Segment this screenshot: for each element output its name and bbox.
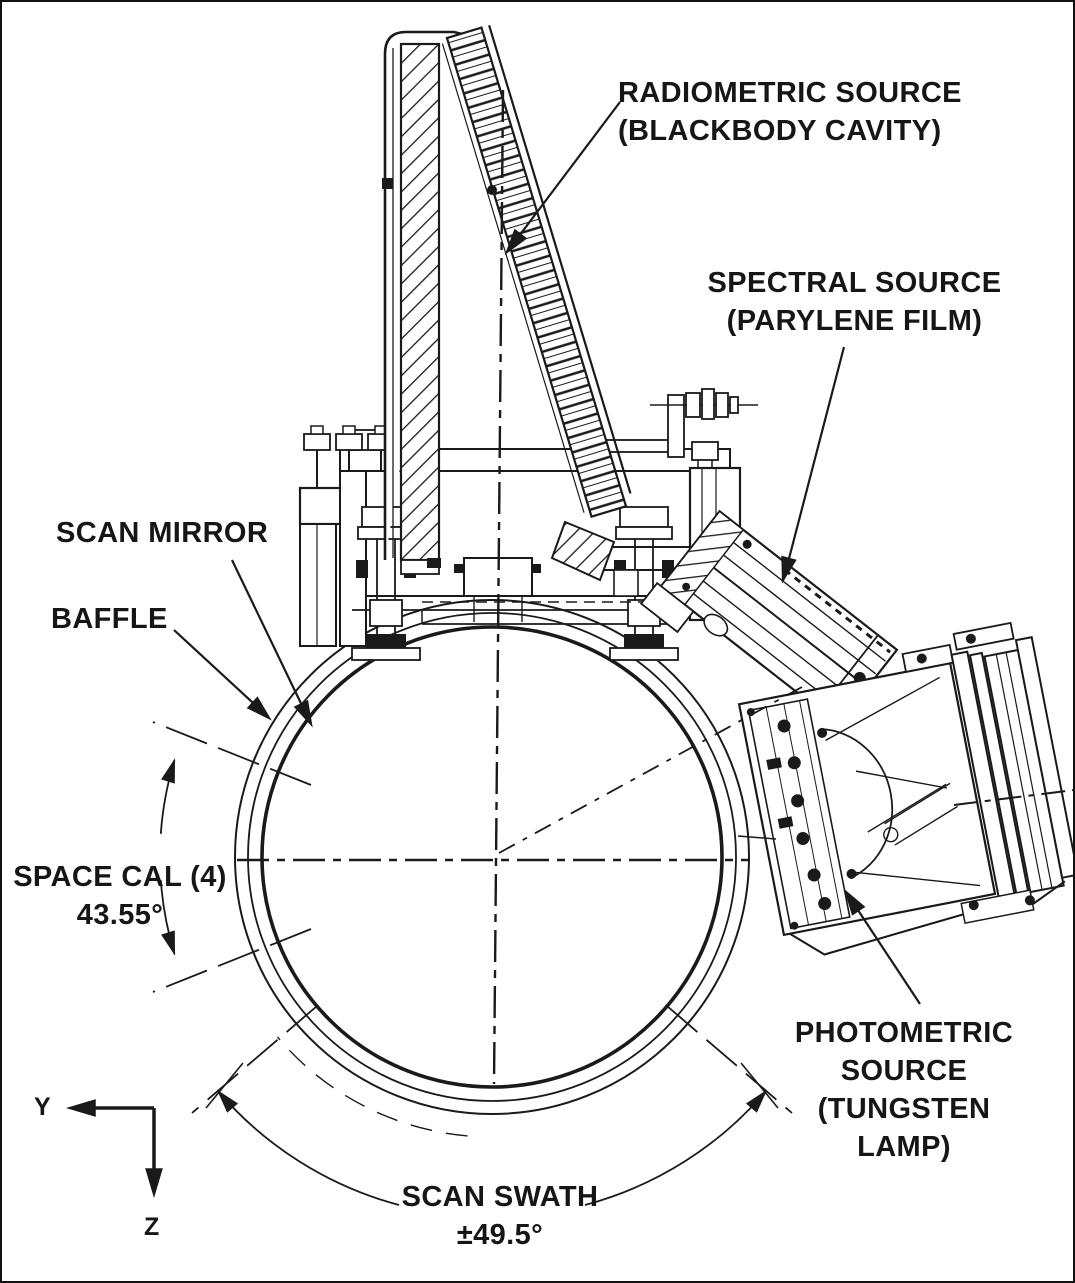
radiometric-leader — [509, 101, 621, 249]
scan-swath-range-value: ±49.5° — [456, 1219, 544, 1251]
scan-swath-endbar-left — [205, 1062, 244, 1109]
y-axis-arrow-icon — [70, 1099, 96, 1117]
scan-swath-arc-right — [584, 1090, 767, 1206]
label-spectral-source: SPECTRAL SOURCE (PARYLENE FILM) — [702, 264, 1007, 340]
spectral-axis-line — [498, 686, 803, 854]
blackbody-vertical-bar — [399, 42, 441, 562]
space-cal-arrow-down-icon — [161, 930, 182, 957]
spectral-leader — [783, 346, 846, 575]
label-baffle: BAFFLE — [51, 600, 168, 638]
label-radiometric-source: RADIOMETRIC SOURCE (BLACKBODY CAVITY) — [618, 74, 962, 150]
lamp-mount-bolts — [766, 719, 832, 911]
baffle-ring-partial — [276, 1036, 468, 1137]
scan-mirror-and-baffle-rings — [234, 599, 750, 1137]
z-axis-arrow-icon — [145, 1168, 163, 1194]
centerlines — [237, 89, 1073, 1085]
spectral-source-line1: SPECTRAL SOURCE — [707, 267, 1002, 299]
z-axis-text: Z — [144, 1213, 160, 1241]
scan-mirror-leader — [231, 559, 309, 719]
photometric-leader — [849, 897, 921, 1005]
space-cal-angle-value: 43.55° — [76, 899, 164, 931]
photometric-source-line4: LAMP) — [857, 1131, 951, 1163]
label-space-cal: SPACE CAL (4) 43.55° — [4, 858, 236, 934]
photometric-axis-line — [953, 789, 1073, 806]
blackbody-diagonal-bar — [445, 26, 628, 519]
scan-swath-arc-left — [217, 1090, 400, 1206]
photometric-source-line2: SOURCE — [840, 1055, 968, 1087]
scan-swath-dimension — [191, 1005, 793, 1206]
y-axis-text: Y — [34, 1093, 52, 1121]
label-y-axis: Y — [34, 1088, 51, 1126]
space-cal-dimension — [152, 721, 312, 993]
coordinate-axes — [70, 1099, 163, 1194]
scan-mirror-text: SCAN MIRROR — [56, 517, 269, 549]
label-photometric-source: PHOTOMETRIC SOURCE (TUNGSTEN LAMP) — [790, 1014, 1018, 1166]
scan-mirror-circle — [260, 625, 724, 1089]
blackbody-mount-bolt — [382, 178, 393, 189]
space-cal-tick-upper — [152, 721, 312, 786]
radiometric-source-line1: RADIOMETRIC SOURCE — [618, 77, 962, 109]
radiometric-source-line2: (BLACKBODY CAVITY) — [618, 115, 942, 147]
baffle-text: BAFFLE — [51, 603, 168, 635]
scan-swath-tick-left — [191, 1005, 318, 1114]
spectral-source-line2: (PARYLENE FILM) — [726, 305, 983, 337]
scan-swath-tick-right — [666, 1005, 793, 1114]
spectral-source-assembly — [639, 509, 899, 727]
scan-swath-line1: SCAN SWATH — [401, 1181, 599, 1213]
label-z-axis: Z — [144, 1208, 160, 1246]
space-cal-arrow-up-icon — [161, 757, 182, 784]
label-scan-swath: SCAN SWATH ±49.5° — [380, 1178, 620, 1254]
space-cal-line1: SPACE CAL (4) — [13, 861, 227, 893]
photometric-source-line1: PHOTOMETRIC — [794, 1017, 1014, 1049]
baffle-ring-outer — [234, 599, 750, 1115]
baffle-leader — [173, 629, 266, 715]
photometric-source-line3: (TUNGSTEN — [817, 1093, 991, 1125]
baffle-ring-inner — [247, 612, 737, 1102]
blackbody-cavity-structure — [382, 24, 632, 575]
scan-swath-endbar-right — [740, 1062, 779, 1109]
space-cal-tick-lower — [152, 928, 312, 993]
vertical-centerline — [492, 89, 505, 1085]
leader-lines — [173, 101, 921, 1005]
photometric-source-assembly — [737, 621, 1073, 956]
label-scan-mirror: SCAN MIRROR — [56, 514, 268, 552]
